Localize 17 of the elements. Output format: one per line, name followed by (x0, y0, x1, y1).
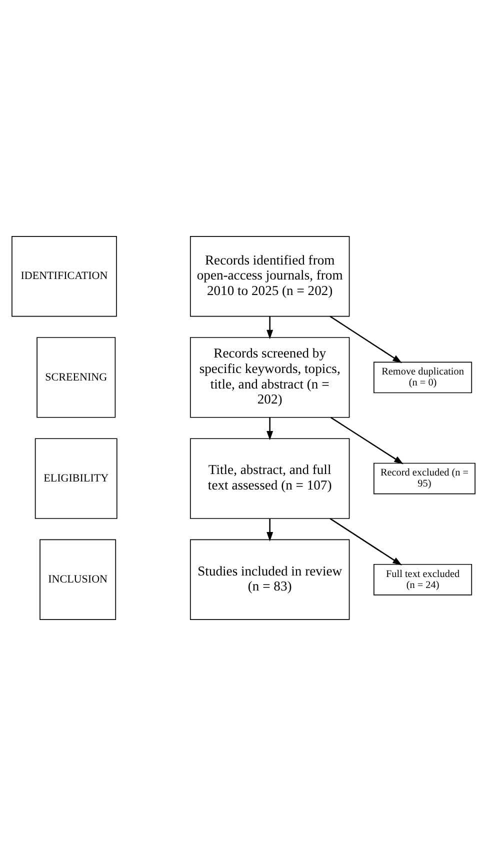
node-box: Remove duplication (n = 0) (374, 361, 472, 393)
arrow (330, 416, 404, 464)
node-box: Records screened by specific keywords, topics, title, and abstract (n = 202) (190, 336, 350, 418)
arrow (330, 315, 402, 363)
node-box: ELIGIBILITY (34, 438, 118, 518)
arrow (266, 518, 274, 541)
arrow (330, 518, 402, 565)
node-box: Record excluded (n = 95) (374, 462, 476, 494)
node-box: Title, abstract, and full text assessed (n = 107) (190, 438, 350, 518)
node-box: Full text excluded (n = 24) (374, 563, 472, 595)
node-box: SCREENING (36, 336, 116, 418)
arrow (266, 316, 274, 339)
node-box: Records identified from open-access journals, from 2010 to 2025 (n = 202) (190, 235, 350, 316)
node-box: Studies included in review (n = 83) (190, 538, 350, 620)
node-box: INCLUSION (40, 538, 116, 620)
arrow (266, 417, 274, 440)
node-box: IDENTIFICATION (12, 235, 117, 316)
